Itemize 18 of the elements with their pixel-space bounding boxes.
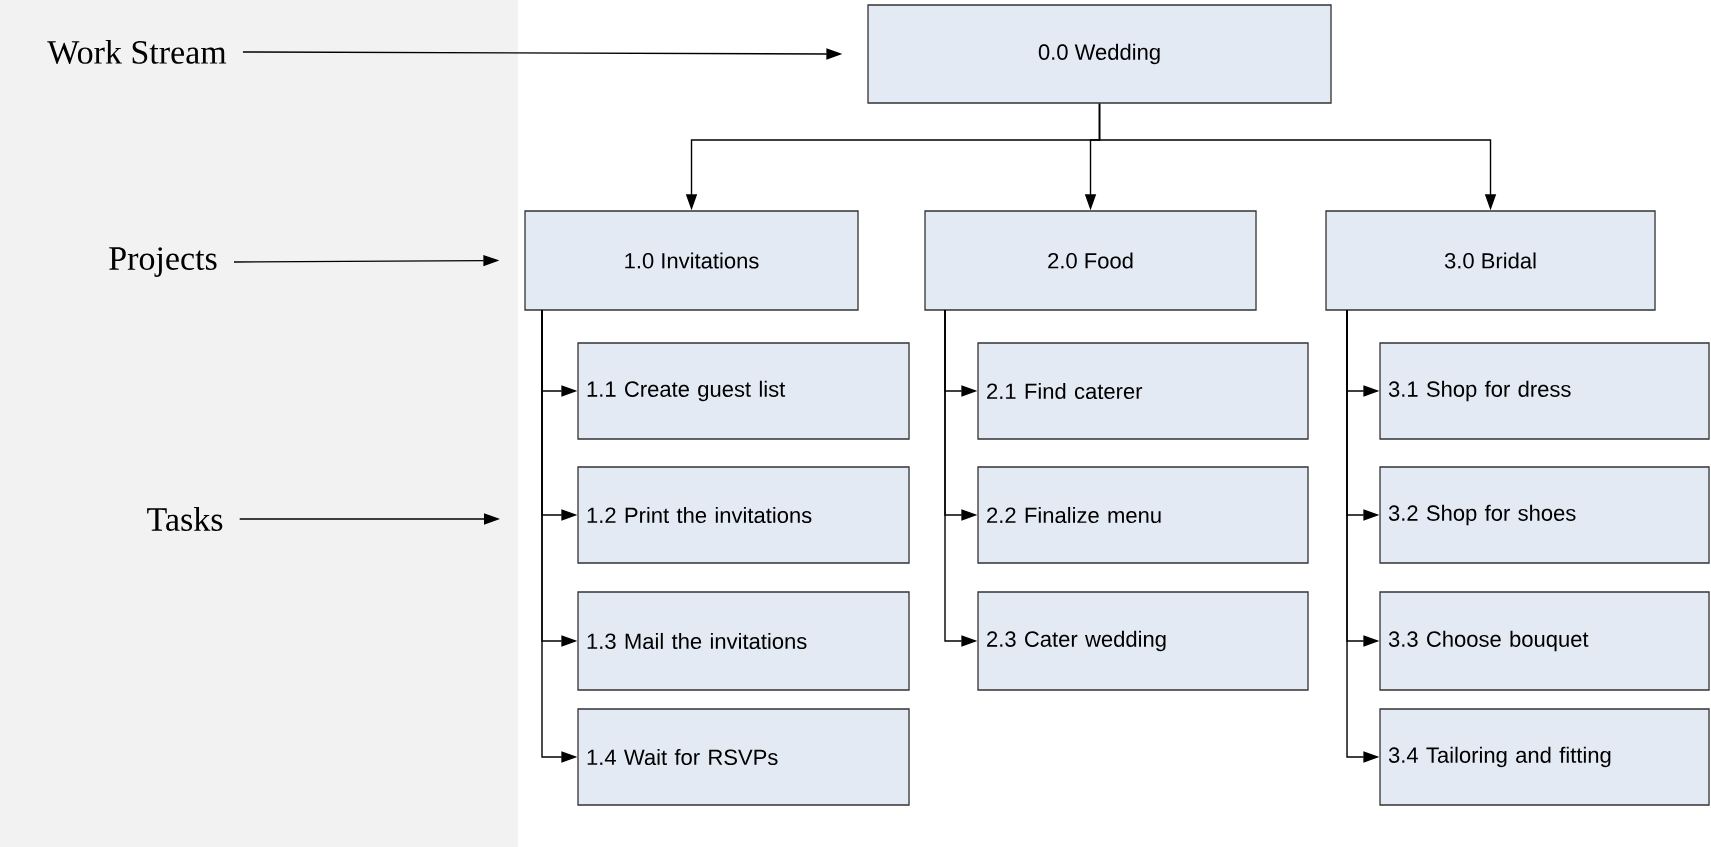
root-box: 0.0 Wedding — [867, 4, 1332, 104]
project-box: 3.0 Bridal — [1325, 210, 1656, 311]
task-box: 1.3 Mail the invitations — [577, 591, 910, 691]
row-label: Work Stream — [47, 39, 227, 65]
task-box: 1.2 Print the invitations — [577, 466, 910, 564]
project-box: 1.0 Invitations — [524, 210, 859, 311]
row-label: Tasks — [147, 507, 223, 531]
task-box: 2.2 Finalize menu — [977, 466, 1309, 564]
task-box: 1.1 Create guest list — [577, 342, 910, 440]
task-box: 3.4 Tailoring and fitting — [1379, 708, 1710, 806]
task-box: 1.4 Wait for RSVPs — [577, 708, 910, 806]
task-box: 3.1 Shop for dress — [1379, 342, 1710, 440]
task-box: 2.3 Cater wedding — [977, 591, 1309, 691]
task-box: 2.1 Find caterer — [977, 342, 1309, 440]
row-label: Projects — [109, 247, 217, 277]
project-box: 2.0 Food — [924, 210, 1257, 311]
task-box: 3.3 Choose bouquet — [1379, 591, 1710, 691]
task-box: 3.2 Shop for shoes — [1379, 466, 1710, 564]
